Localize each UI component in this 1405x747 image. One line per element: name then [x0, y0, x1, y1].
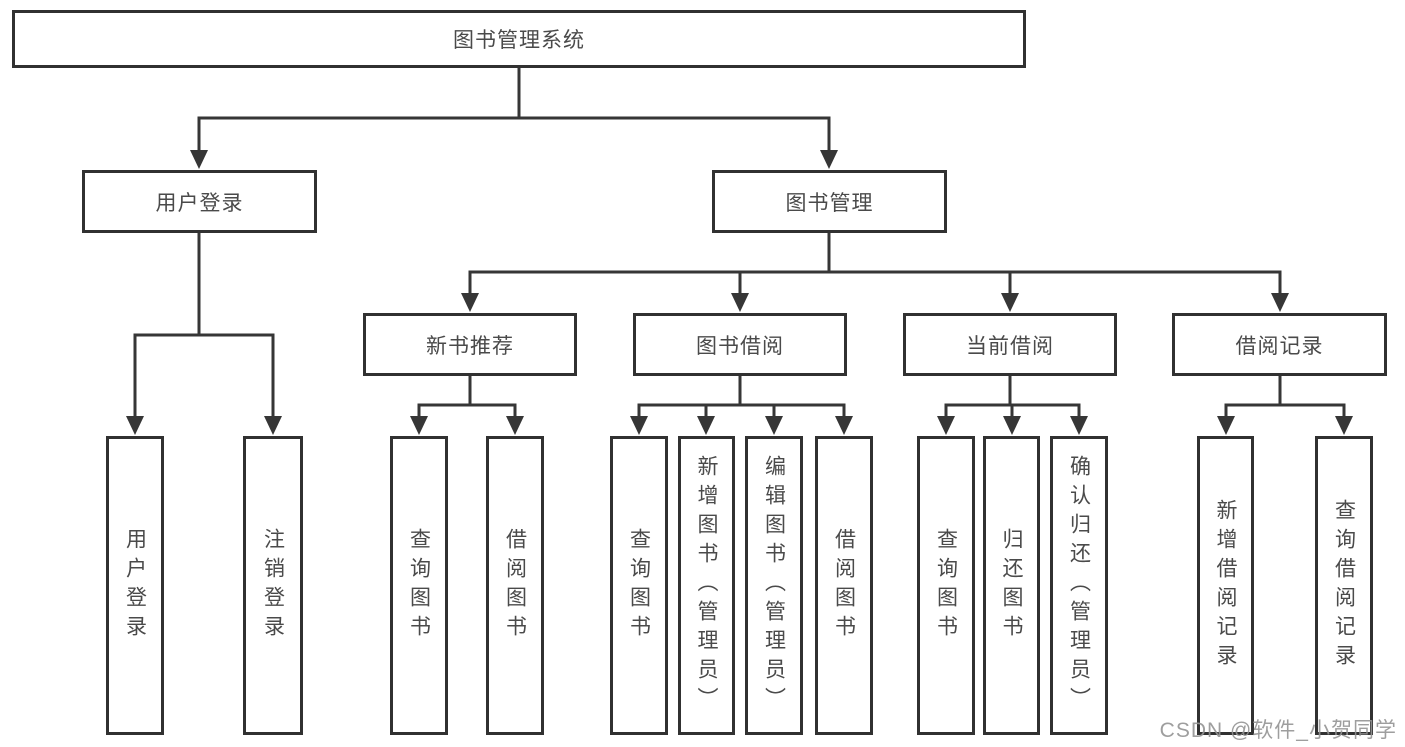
- leaf-label: 确认归还（管理员）: [1067, 455, 1091, 716]
- node-book-management: 图书管理: [712, 170, 947, 233]
- leaf-logout: 注销登录: [243, 436, 303, 735]
- leaf-confirm-return-admin: 确认归还（管理员）: [1050, 436, 1108, 735]
- leaf-query-book-recommend: 查询图书: [390, 436, 448, 735]
- node-root-system: 图书管理系统: [12, 10, 1026, 68]
- leaf-add-book-admin: 新增图书（管理员）: [678, 436, 735, 735]
- leaf-edit-book-admin: 编辑图书（管理员）: [745, 436, 803, 735]
- leaf-label: 新增借阅记录: [1214, 498, 1238, 673]
- leaf-label: 新增图书（管理员）: [695, 455, 719, 716]
- leaf-user-login: 用户登录: [106, 436, 164, 735]
- node-new-book-recommend: 新书推荐: [363, 313, 577, 376]
- leaf-borrow-book: 借阅图书: [815, 436, 873, 735]
- node-borrow-record: 借阅记录: [1172, 313, 1387, 376]
- leaf-label: 查询图书: [934, 527, 958, 644]
- leaf-label: 用户登录: [123, 527, 147, 644]
- leaf-label: 查询图书: [627, 527, 651, 644]
- leaf-label: 借阅图书: [832, 527, 856, 644]
- leaf-label: 归还图书: [1000, 527, 1024, 644]
- leaf-add-borrow-record: 新增借阅记录: [1197, 436, 1254, 735]
- node-current-borrow: 当前借阅: [903, 313, 1117, 376]
- leaf-borrow-book-recommend: 借阅图书: [486, 436, 544, 735]
- leaf-return-book: 归还图书: [983, 436, 1040, 735]
- leaf-label: 编辑图书（管理员）: [762, 455, 786, 716]
- leaf-query-book-current: 查询图书: [917, 436, 975, 735]
- leaf-label: 注销登录: [261, 527, 285, 644]
- node-book-borrow: 图书借阅: [633, 313, 847, 376]
- leaf-label: 借阅图书: [503, 527, 527, 644]
- leaf-label: 查询借阅记录: [1332, 498, 1356, 673]
- csdn-watermark: CSDN @软件_小贺同学: [1159, 719, 1397, 742]
- leaf-label: 查询图书: [407, 527, 431, 644]
- node-user-login: 用户登录: [82, 170, 317, 233]
- arrowheads: [126, 150, 1353, 435]
- leaf-query-book-borrow: 查询图书: [610, 436, 668, 735]
- leaf-query-borrow-record: 查询借阅记录: [1315, 436, 1373, 735]
